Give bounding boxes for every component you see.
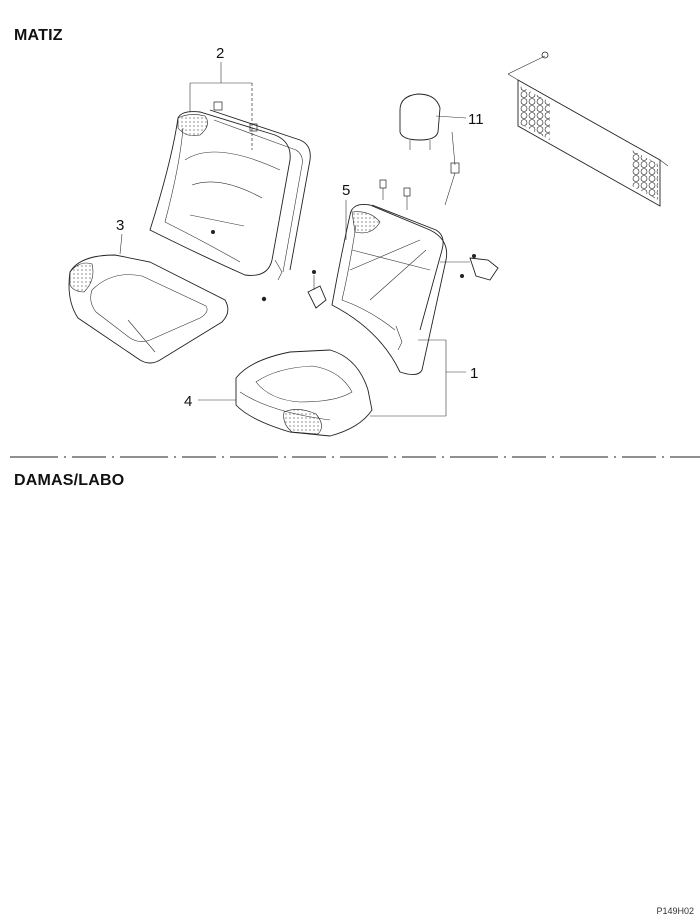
seat-cushion-left-icon	[68, 254, 229, 364]
seat-back-right-icon	[331, 179, 499, 375]
callout-2-label: 2	[216, 45, 224, 62]
section-title-damas-labo: DAMAS/LABO	[14, 472, 125, 489]
section-title-matiz: MATIZ	[14, 27, 63, 44]
callout-5-label: 5	[342, 182, 350, 199]
callout-4: 4	[184, 393, 236, 410]
hinge-bracket-icon	[307, 270, 327, 309]
section-divider	[10, 456, 700, 458]
callout-3: 3	[116, 217, 124, 255]
callout-2: 2	[189, 45, 253, 150]
callout-3-label: 3	[116, 217, 124, 234]
drawing-code: P149H02	[656, 906, 694, 916]
cargo-net-icon	[507, 51, 669, 207]
seat-parts-diagram: 2 3 5	[68, 45, 669, 437]
callout-1: 1	[370, 339, 478, 417]
callout-11-label: 11	[468, 111, 484, 128]
callout-11: 11	[435, 111, 484, 128]
callout-1-label: 1	[470, 365, 478, 382]
callout-4-label: 4	[184, 393, 192, 410]
seat-back-left-icon	[149, 101, 311, 302]
seat-cushion-right-icon	[235, 349, 373, 437]
latch-strap-icon	[444, 131, 460, 206]
headrest-icon	[399, 93, 441, 150]
